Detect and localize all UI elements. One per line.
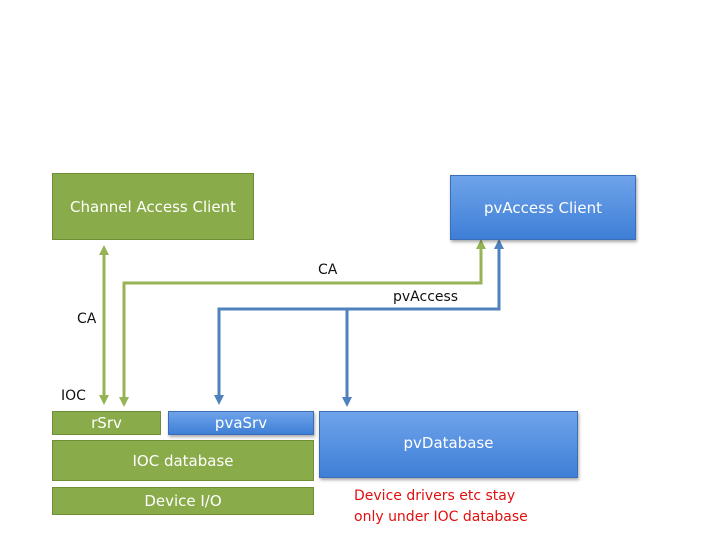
ca-pvaccess-client-link (119, 239, 486, 407)
pvasrv-box: pvaSrv (168, 411, 314, 435)
ca-vertical-label: CA (77, 311, 97, 327)
channel-access-client-box: Channel Access Client (52, 173, 254, 240)
device-io-box: Device I/O (52, 487, 314, 515)
note-line-2: only under IOC database (354, 509, 528, 525)
pvaccess-link (214, 239, 504, 405)
ioc-label: IOC (61, 388, 86, 404)
device-drivers-note: Device drivers etc stay only under IOC d… (354, 486, 528, 528)
pvaccess-label: pvAccess (393, 289, 459, 305)
rsrv-box: rSrv (52, 411, 161, 435)
ca-horizontal-label: CA (318, 262, 338, 278)
pvdatabase-box: pvDatabase (319, 411, 578, 478)
pvaccess-client-box: pvAccess Client (450, 175, 636, 240)
note-line-1: Device drivers etc stay (354, 488, 516, 504)
ioc-database-box: IOC database (52, 440, 314, 481)
